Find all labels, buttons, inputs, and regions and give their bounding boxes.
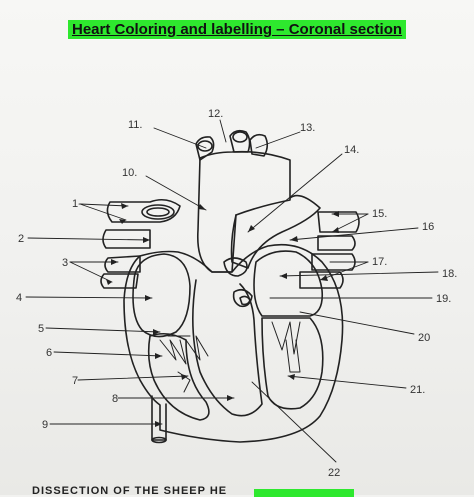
pulmonary-trunk — [230, 194, 321, 269]
heart-outline — [123, 243, 344, 443]
aortic-branches — [195, 129, 269, 161]
label-2: 2 — [18, 233, 24, 245]
arrowheads — [106, 203, 339, 427]
label-3: 3 — [62, 257, 68, 269]
label-14: 14. — [344, 144, 359, 156]
label-17: 17. — [372, 256, 387, 268]
label-4: 4 — [16, 292, 22, 304]
inferior-vena-cava — [151, 395, 167, 441]
label-7: 7 — [72, 375, 78, 387]
label-10: 10. — [122, 167, 137, 179]
label-22: 22 — [328, 467, 340, 479]
label-9: 9 — [42, 419, 48, 431]
label-6: 6 — [46, 347, 52, 359]
label-18: 18. — [442, 268, 457, 280]
label-16: 16 — [422, 221, 434, 233]
left-ventricle — [261, 317, 324, 410]
label-1: 1- — [72, 198, 82, 210]
label-21: 21. — [410, 384, 425, 396]
label-15: 15. — [372, 208, 387, 220]
label-12: 12. — [208, 108, 223, 120]
highlight-bar — [254, 489, 354, 497]
label-13: 13. — [300, 122, 315, 134]
label-19: 19. — [436, 293, 451, 305]
aorta-trunk — [196, 150, 291, 273]
part-labels: 1- 2 3 4 5 6 7 8 9 10. 11. 12. 13. 14. 1… — [16, 108, 457, 479]
papillary-muscles — [159, 321, 301, 393]
left-atrium — [253, 250, 324, 317]
label-20: 20 — [418, 332, 430, 344]
next-section-heading: DISSECTION OF THE SHEEP HE — [32, 485, 228, 497]
right-atrium — [132, 253, 191, 338]
pulmonary-veins-left — [100, 198, 181, 289]
ivc-opening — [151, 436, 167, 444]
leader-lines — [25, 119, 439, 463]
worksheet-title: Heart Coloring and labelling – Coronal s… — [68, 20, 407, 39]
label-8: 8 — [112, 393, 118, 405]
label-11: 11. — [128, 119, 142, 131]
label-5: 5 — [38, 323, 44, 335]
right-ventricle — [147, 332, 210, 421]
